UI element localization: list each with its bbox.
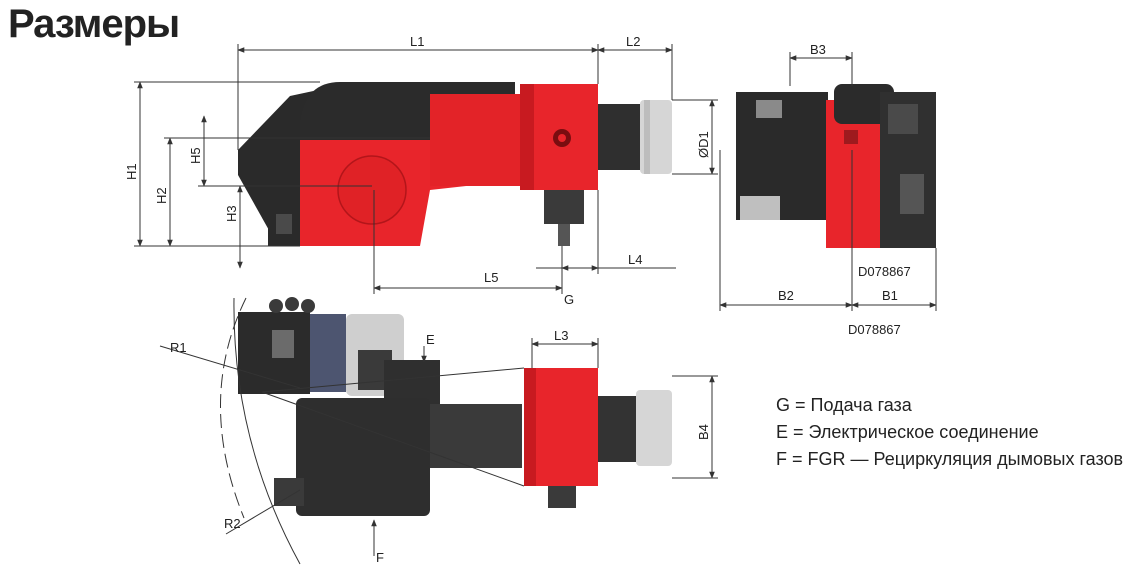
dim-B2: B2 xyxy=(778,288,794,303)
side-air-intake xyxy=(238,90,318,240)
legend-item-gas: G = Подача газа xyxy=(776,395,912,415)
top-neck xyxy=(430,404,522,468)
dim-B3: B3 xyxy=(810,42,826,57)
dim-D1: ØD1 xyxy=(696,131,711,158)
top-blue-panel xyxy=(310,314,346,392)
side-view xyxy=(238,82,672,246)
legend: G = Подача газа E = Электрическое соедин… xyxy=(776,392,1123,473)
drawing-code-2: D078867 xyxy=(848,322,901,337)
side-view-dimensions: L1 L2 H1 H2 H5 H3 L5 L4 G xyxy=(124,34,718,307)
label-E: E xyxy=(426,332,435,347)
dim-B1: B1 xyxy=(882,288,898,303)
dim-L5: L5 xyxy=(484,270,498,285)
dim-L2: L2 xyxy=(626,34,640,49)
front-gas-valve xyxy=(900,174,924,214)
dim-L3: L3 xyxy=(554,328,568,343)
side-gas-valve xyxy=(544,190,584,224)
dim-L1: L1 xyxy=(410,34,424,49)
dim-R1: R1 xyxy=(170,340,187,355)
top-red-flange xyxy=(524,368,598,486)
top-control-box xyxy=(274,478,304,506)
dim-H1: H1 xyxy=(124,163,139,180)
top-blast-tube xyxy=(598,396,638,462)
side-blast-tube xyxy=(598,104,644,170)
top-main-housing xyxy=(296,398,430,516)
dim-B4: B4 xyxy=(696,424,711,440)
side-red-upper xyxy=(430,94,520,186)
top-blast-tube-head xyxy=(636,390,672,466)
front-red-body xyxy=(826,100,882,248)
page-title: Размеры xyxy=(8,2,180,46)
front-top-cover xyxy=(834,84,894,124)
label-G: G xyxy=(564,292,574,307)
dim-L4: L4 xyxy=(628,252,642,267)
top-gas-valve xyxy=(548,486,576,508)
top-view: R1 R2 L3 B4 E F xyxy=(159,297,718,565)
legend-item-fgr: F = FGR — Рециркуляция дымовых газов xyxy=(776,449,1124,469)
label-F: F xyxy=(376,550,384,565)
dim-H3: H3 xyxy=(224,205,239,222)
dim-R2: R2 xyxy=(224,516,241,531)
dim-H2: H2 xyxy=(154,187,169,204)
drawing-code-1: D078867 xyxy=(858,264,911,279)
dim-H5: H5 xyxy=(188,147,203,164)
legend-item-electric: E = Электрическое соединение xyxy=(776,422,1039,442)
front-view: B3 B2 B1 D078867 D078867 xyxy=(719,42,937,337)
side-inspection-cover xyxy=(337,155,407,225)
